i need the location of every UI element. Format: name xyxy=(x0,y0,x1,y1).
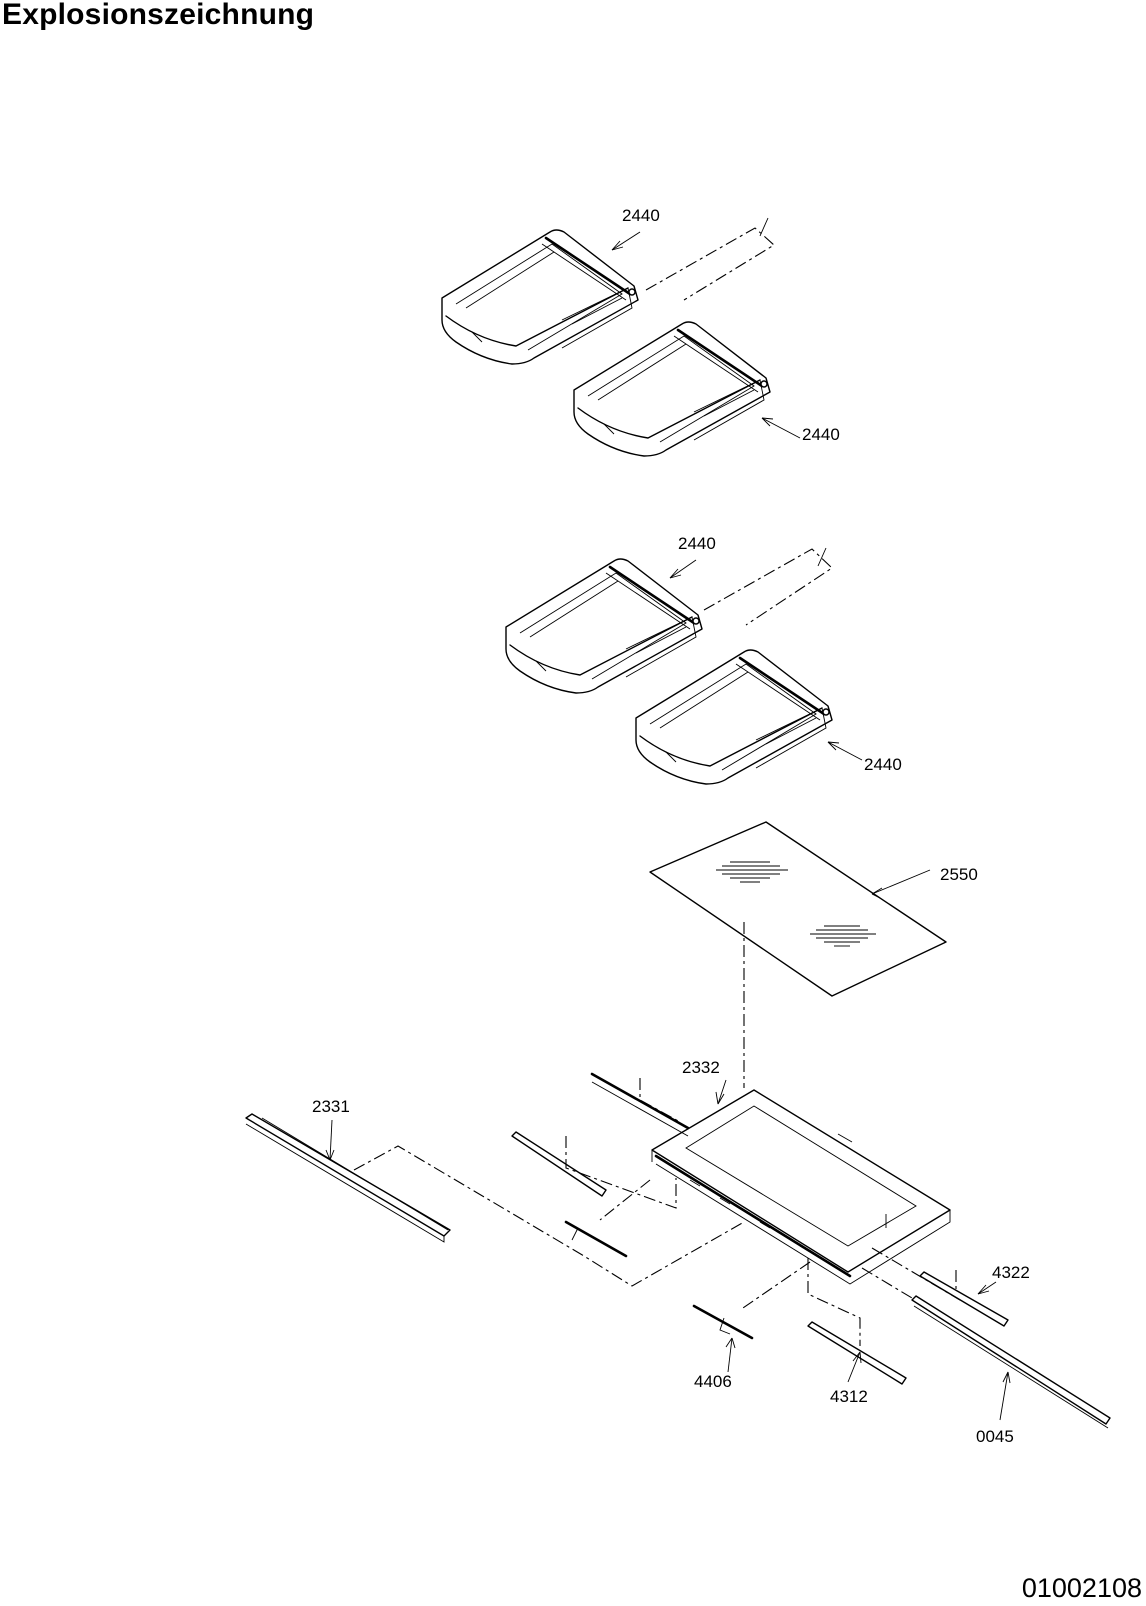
glass-plate-2550 xyxy=(649,821,947,997)
label-0045: 0045 xyxy=(976,1427,1014,1446)
shelf-2440-a xyxy=(440,228,640,366)
shelf-2440-d xyxy=(634,648,834,786)
rail-upper-left xyxy=(590,1072,690,1137)
rail-short-4322 xyxy=(871,1247,1009,1327)
label-2332: 2332 xyxy=(682,1058,720,1077)
page-title: Explosionszeichnung xyxy=(2,0,315,31)
shelf-2440-c xyxy=(504,557,704,695)
leader-arrows xyxy=(325,231,1011,1421)
label-4322: 4322 xyxy=(992,1263,1030,1282)
rail-long-0045 xyxy=(861,1267,1111,1429)
document-number: 01002108 xyxy=(1021,1573,1142,1603)
rail-mid-left xyxy=(511,1131,677,1209)
clip-left xyxy=(564,1179,651,1258)
leader-dash-group1 xyxy=(645,227,775,301)
label-2440-a: 2440 xyxy=(622,206,660,225)
label-2331: 2331 xyxy=(312,1097,350,1116)
label-4312: 4312 xyxy=(830,1387,868,1406)
label-2440-b: 2440 xyxy=(802,425,840,444)
rail-front-4312 xyxy=(807,1258,907,1385)
label-4406: 4406 xyxy=(694,1372,732,1391)
label-2440-c: 2440 xyxy=(678,534,716,553)
leader-dash-group2 xyxy=(703,548,833,626)
frame-2332 xyxy=(651,1089,951,1285)
shelf-2440-b xyxy=(572,320,772,458)
label-2440-d: 2440 xyxy=(864,755,902,774)
label-2550: 2550 xyxy=(940,865,978,884)
clip-4406 xyxy=(692,1261,811,1340)
front-strip-2331 xyxy=(245,1113,451,1243)
leader-dash-2331 xyxy=(353,1145,745,1287)
